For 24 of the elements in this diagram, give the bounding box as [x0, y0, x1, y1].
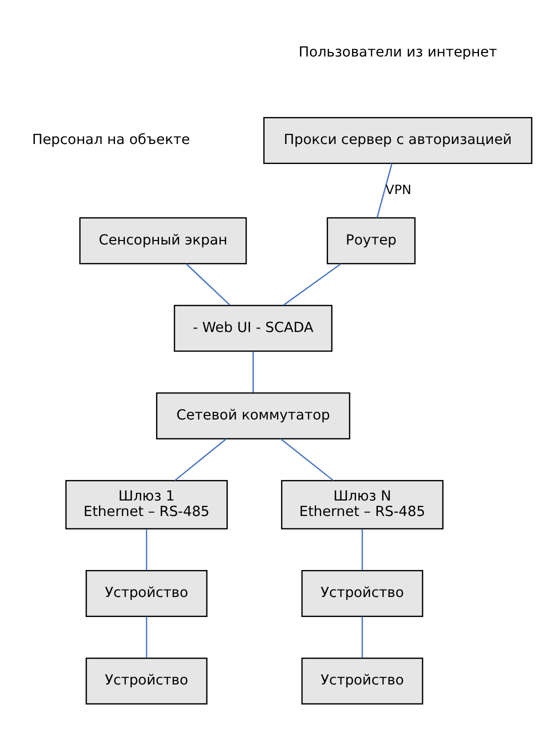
- connector: [376, 163, 393, 218]
- node-box: Роутер: [326, 217, 416, 264]
- node-box: Сенсорный экран: [79, 217, 247, 264]
- connector: [252, 351, 254, 392]
- node-box: Устройство: [86, 570, 208, 617]
- node-box: Сетевой коммутатор: [156, 392, 350, 440]
- edge-label: VPN: [386, 182, 412, 197]
- node-box: Устройство: [86, 658, 208, 705]
- node-box: Устройство: [301, 570, 424, 617]
- connector: [146, 616, 148, 658]
- connector: [362, 529, 363, 570]
- label: Персонал на объекте: [32, 132, 190, 148]
- connector: [146, 529, 148, 570]
- node-box: Устройство: [301, 658, 424, 705]
- node-box: Шлюз 1 Ethernet – RS-485: [65, 480, 228, 530]
- node-box: Шлюз N Ethernet – RS-485: [281, 480, 444, 530]
- connector: [186, 263, 230, 306]
- connector: [362, 616, 363, 658]
- node-box: - Web UI - SCADA: [174, 304, 332, 352]
- connector: [280, 438, 334, 481]
- connector: [174, 438, 227, 481]
- node-box: Прокси сервер с авторизацией: [263, 117, 532, 164]
- connector: [283, 263, 342, 306]
- label: Пользователи из интернет: [298, 44, 497, 60]
